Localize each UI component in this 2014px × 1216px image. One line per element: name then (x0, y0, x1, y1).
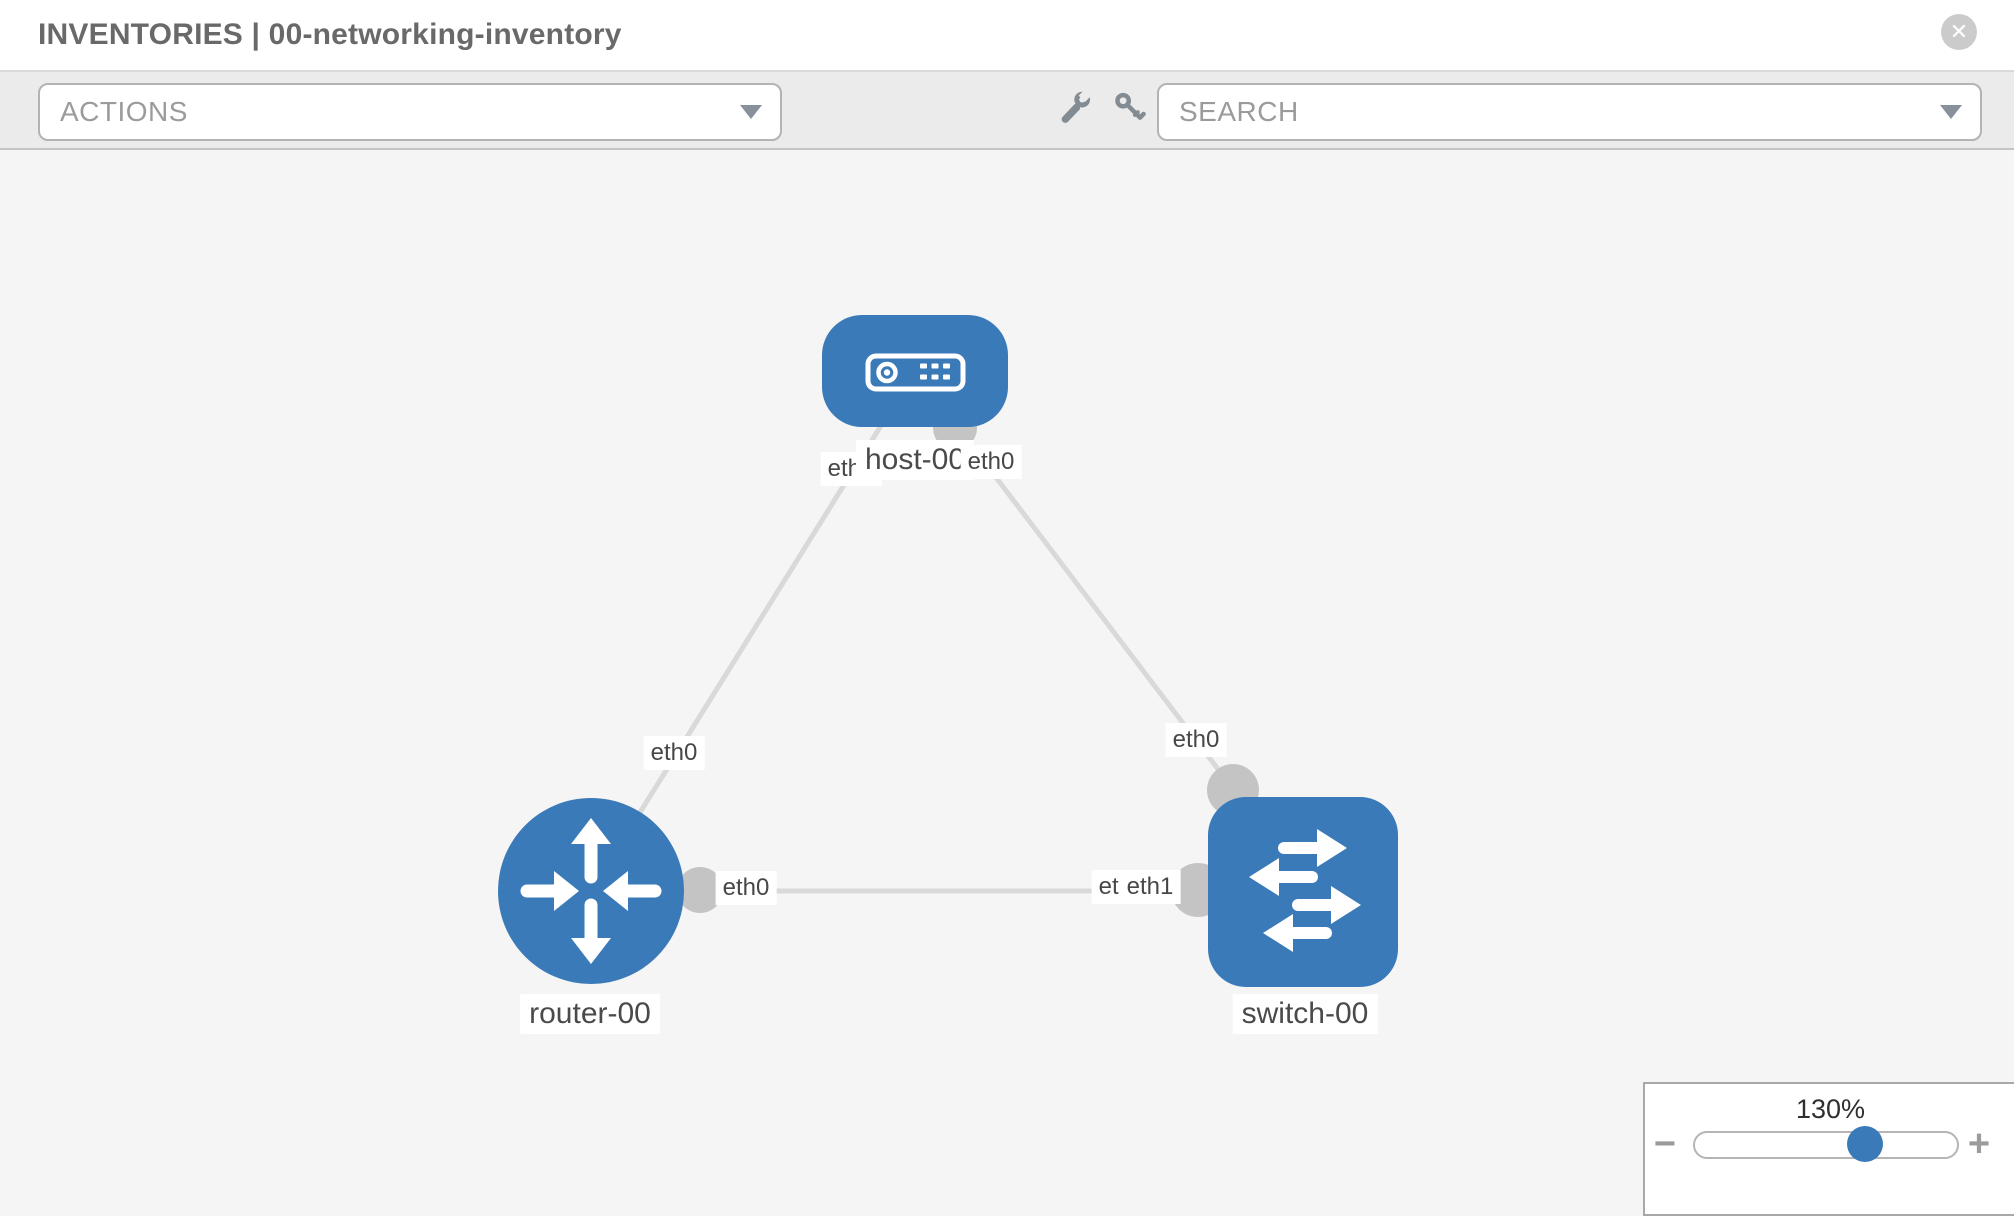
actions-dropdown[interactable]: ACTIONS (38, 83, 782, 141)
host-icon (865, 353, 966, 392)
chevron-down-icon (1940, 105, 1962, 119)
topology-canvas[interactable]: eth0 host-00 eth0 eth0 eth0 eth0 eth0 et… (0, 150, 2014, 1200)
node-label-switch: switch-00 (1232, 994, 1378, 1034)
node-switch[interactable] (1208, 797, 1398, 987)
iface-label-eth0-switch-top: eth0 (1165, 723, 1227, 757)
node-host[interactable] (822, 315, 1008, 427)
zoom-slider-knob[interactable] (1847, 1126, 1883, 1162)
chevron-down-icon (740, 105, 762, 119)
search-dropdown[interactable]: SEARCH (1157, 83, 1982, 141)
iface-label-eth1-switch-mid: eth1 (1119, 870, 1181, 904)
router-icon (520, 818, 662, 964)
header-bar: INVENTORIES | 00-networking-inventory ✕ (0, 0, 2014, 72)
iface-label-eth0-host-right: eth0 (960, 445, 1022, 479)
zoom-out-button[interactable]: − (1645, 1122, 1685, 1166)
node-router[interactable] (498, 798, 684, 984)
toolbar: ACTIONS SEARCH (0, 72, 2014, 150)
switch-icon (1249, 829, 1361, 952)
iface-label-eth0-router-top: eth0 (643, 736, 705, 770)
zoom-in-button[interactable]: + (1959, 1122, 1999, 1166)
credentials-button[interactable] (1111, 88, 1151, 128)
minus-icon: − (1653, 1123, 1677, 1165)
iface-label-eth0-router-right: eth0 (715, 871, 777, 905)
actions-dropdown-label: ACTIONS (60, 96, 188, 127)
node-label-host: host-00 (855, 440, 975, 480)
configure-button[interactable] (1056, 88, 1096, 128)
close-icon: ✕ (1949, 19, 1969, 44)
interface-marker-router-right (677, 867, 723, 913)
wrench-icon (1061, 90, 1092, 123)
search-input[interactable]: SEARCH (1179, 96, 1299, 127)
node-label-router: router-00 (520, 994, 660, 1034)
zoom-panel: 130% − + (1643, 1082, 2014, 1216)
topology-graph (498, 315, 1398, 987)
plus-icon: + (1967, 1123, 1991, 1165)
key-icon (1115, 92, 1146, 120)
zoom-slider-track[interactable] (1693, 1131, 1959, 1159)
close-button[interactable]: ✕ (1941, 14, 1977, 50)
page-title: INVENTORIES | 00-networking-inventory (38, 18, 622, 51)
zoom-level-value: 130% (1795, 1094, 1866, 1124)
